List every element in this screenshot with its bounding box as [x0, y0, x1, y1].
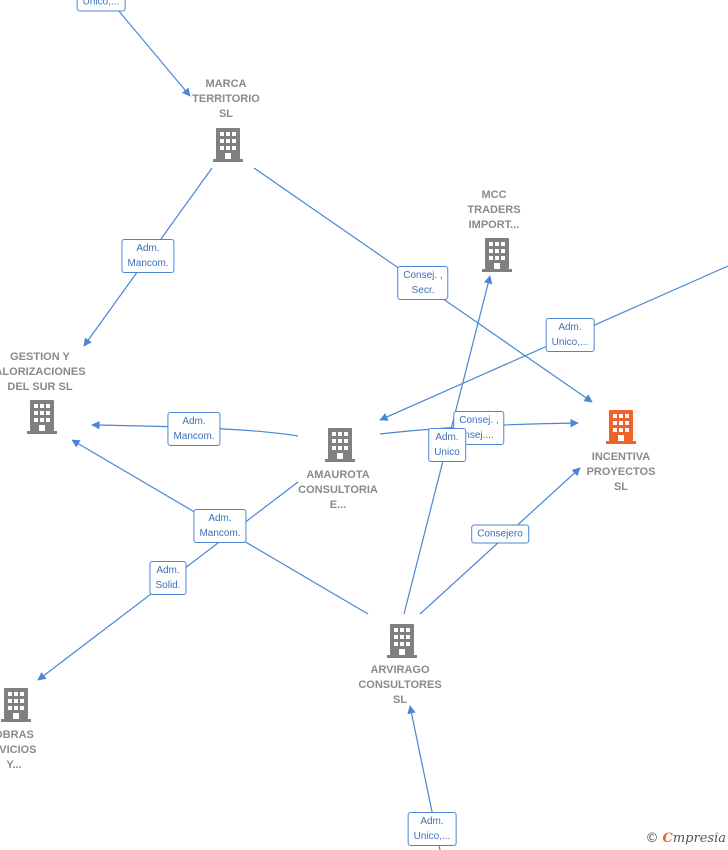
obras-building-icon[interactable] [1, 688, 31, 722]
edge-label-amaurota-gestion[interactable]: Adm. Mancom. [167, 412, 221, 446]
copyright-symbol: © [645, 831, 659, 846]
arvirago-building-icon[interactable] [387, 624, 417, 658]
edge-label-top-unico[interactable]: Unico,... [76, 0, 126, 12]
edge-label-arvirago-mcc[interactable]: Adm. Unico [428, 428, 466, 462]
edge-label-bottom-unico[interactable]: Adm. Unico,... [407, 812, 457, 846]
edge-label-marca-gestion[interactable]: Adm. Mancom. [121, 239, 175, 273]
edge-top-marca [117, 9, 191, 97]
edge-label-marca-incentiva[interactable]: Consej. , Secr. [397, 266, 449, 300]
node-label-mcc[interactable]: MCC TRADERS IMPORT... [467, 189, 521, 231]
gestion-building-icon[interactable] [27, 400, 57, 434]
node-label-arvirago[interactable]: ARVIRAGO CONSULTORES SL [358, 664, 442, 706]
brand-name: mpresia [672, 831, 726, 846]
node-label-amaurota[interactable]: AMAUROTA CONSULTORIA E... [298, 469, 378, 511]
brand-initial: C [662, 831, 673, 846]
amaurota-building-icon[interactable] [325, 428, 355, 462]
edge-label-right-unico[interactable]: Adm. Unico,... [545, 318, 595, 352]
node-label-marca[interactable]: MARCA TERRITORIO SL [192, 78, 260, 120]
edge-label-arvirago-incentiva[interactable]: Consejero [471, 524, 529, 544]
node-label-obras[interactable]: OBRAS RVICIOS Y... [0, 729, 37, 771]
marca-building-icon[interactable] [213, 128, 243, 162]
node-label-gestion[interactable]: GESTION Y ALORIZACIONES DEL SUR SL [0, 351, 86, 393]
mcc-building-icon[interactable] [482, 238, 512, 272]
edge-label-arvirago-gestion[interactable]: Adm. Mancom. [193, 509, 247, 543]
brand-watermark: ©Cmpresia [646, 831, 727, 846]
edge-label-arvirago-obras[interactable]: Adm. Solid. [149, 561, 187, 595]
incentiva-building-icon[interactable] [606, 410, 636, 444]
node-label-incentiva[interactable]: INCENTIVA PROYECTOS SL [586, 451, 656, 493]
